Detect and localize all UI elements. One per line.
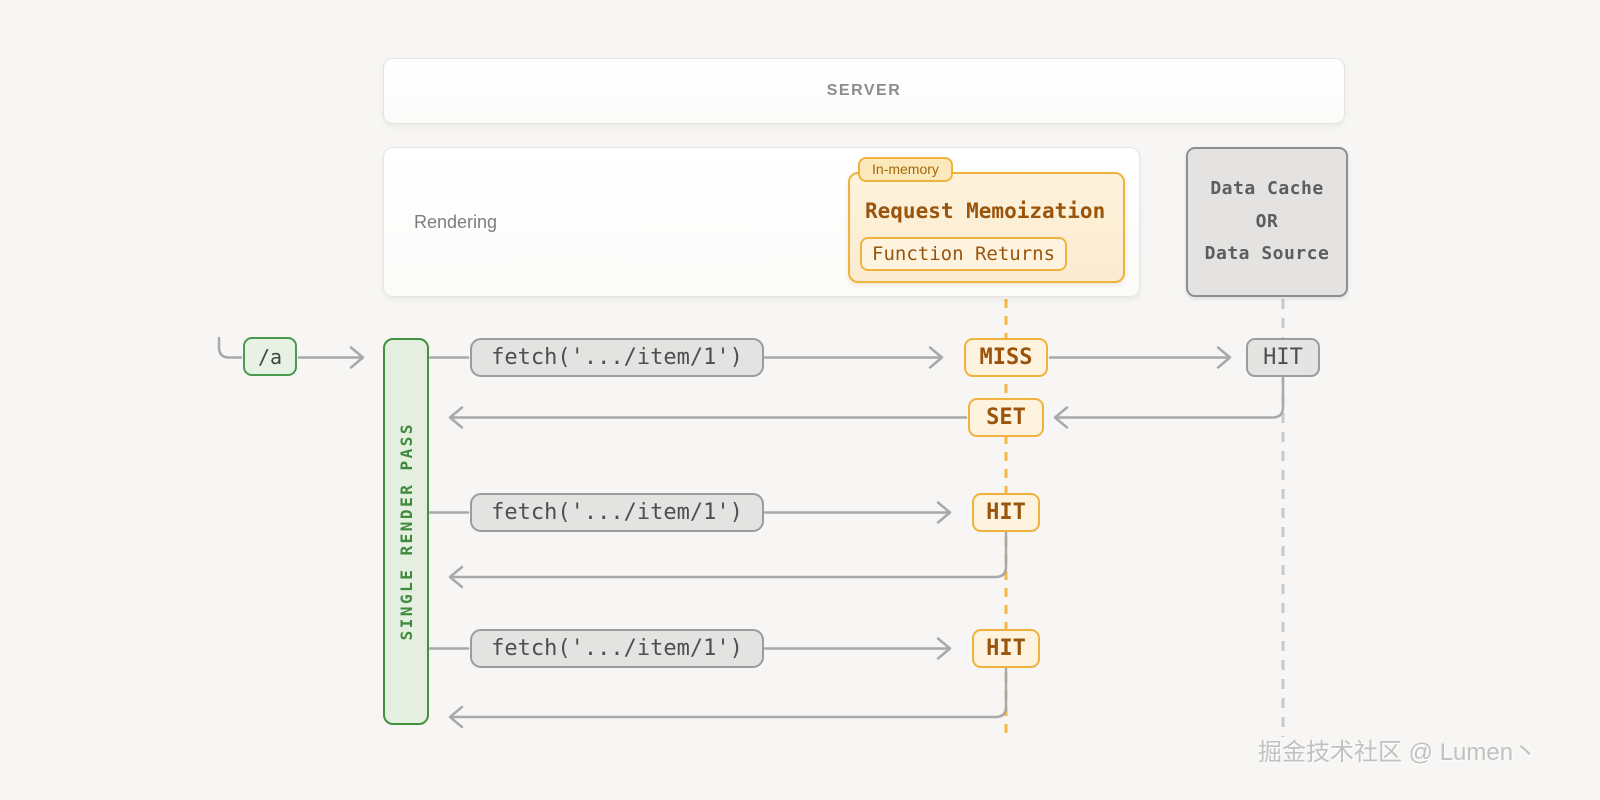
fetch-code-row2: fetch('.../item/1'): [491, 500, 743, 525]
fetch-code-row1: fetch('.../item/1'): [491, 345, 743, 370]
watermark-text: 掘金技术社区 @ Lumen丶: [1258, 739, 1538, 766]
memo-hit-badge-row2: HIT: [972, 493, 1040, 532]
fetch-pill-row1: fetch('.../item/1'): [470, 338, 764, 377]
server-label: SERVER: [826, 82, 902, 99]
request-memoization-title: Request Memoization: [865, 199, 1106, 223]
server-box: SERVER: [383, 58, 1345, 124]
row3-return-head: [448, 705, 464, 729]
row3-return: [450, 666, 1008, 719]
in-memory-tag: In-memory: [858, 157, 953, 182]
row3-fetch-arrow-head: [936, 637, 952, 660]
request-memoization-box: In-memory Request Memoization Function R…: [848, 157, 1125, 283]
fetch-pill-row3: fetch('.../item/1'): [470, 629, 764, 668]
data-cache-line-3: Data Source: [1204, 243, 1330, 265]
memo-miss-label: MISS: [979, 345, 1033, 370]
single-render-pass-box: SINGLE RENDER PASS: [383, 338, 429, 725]
row2-return: [450, 530, 1008, 579]
route-arrow-head: [349, 346, 365, 369]
fetch-pill-row2: fetch('.../item/1'): [470, 493, 764, 532]
row1-miss-to-hit-arrow-head: [1216, 346, 1232, 369]
row1-set-return-head: [448, 406, 464, 429]
data-cache-hit-badge: HIT: [1246, 338, 1320, 377]
route-entry-hook: [217, 336, 243, 359]
row2-fetch-arrow-head: [936, 501, 952, 524]
memo-hit-label-row3: HIT: [986, 636, 1026, 661]
row1-cache-return-head: [1053, 406, 1069, 429]
data-cache-box: Data Cache OR Data Source: [1186, 147, 1348, 297]
row1-cache-return: [1055, 376, 1285, 419]
memo-set-badge: SET: [968, 398, 1044, 437]
data-cache-line-2: OR: [1255, 210, 1279, 232]
row2-return-head: [448, 565, 464, 589]
rendering-label: Rendering: [414, 211, 498, 232]
route-badge: /a: [243, 337, 297, 376]
memo-hit-badge-row3: HIT: [972, 629, 1040, 668]
fetch-code-row3: fetch('.../item/1'): [491, 636, 743, 661]
single-render-pass-label: SINGLE RENDER PASS: [396, 422, 416, 641]
memo-hit-label-row2: HIT: [986, 500, 1026, 525]
memo-set-label: SET: [986, 405, 1026, 430]
data-cache-line-1: Data Cache: [1210, 178, 1324, 200]
memo-miss-badge: MISS: [964, 338, 1048, 377]
function-returns-chip: Function Returns: [860, 237, 1068, 271]
route-label: /a: [257, 344, 283, 369]
row1-fetch-arrow-head: [928, 346, 944, 369]
data-cache-hit-label: HIT: [1263, 345, 1303, 370]
